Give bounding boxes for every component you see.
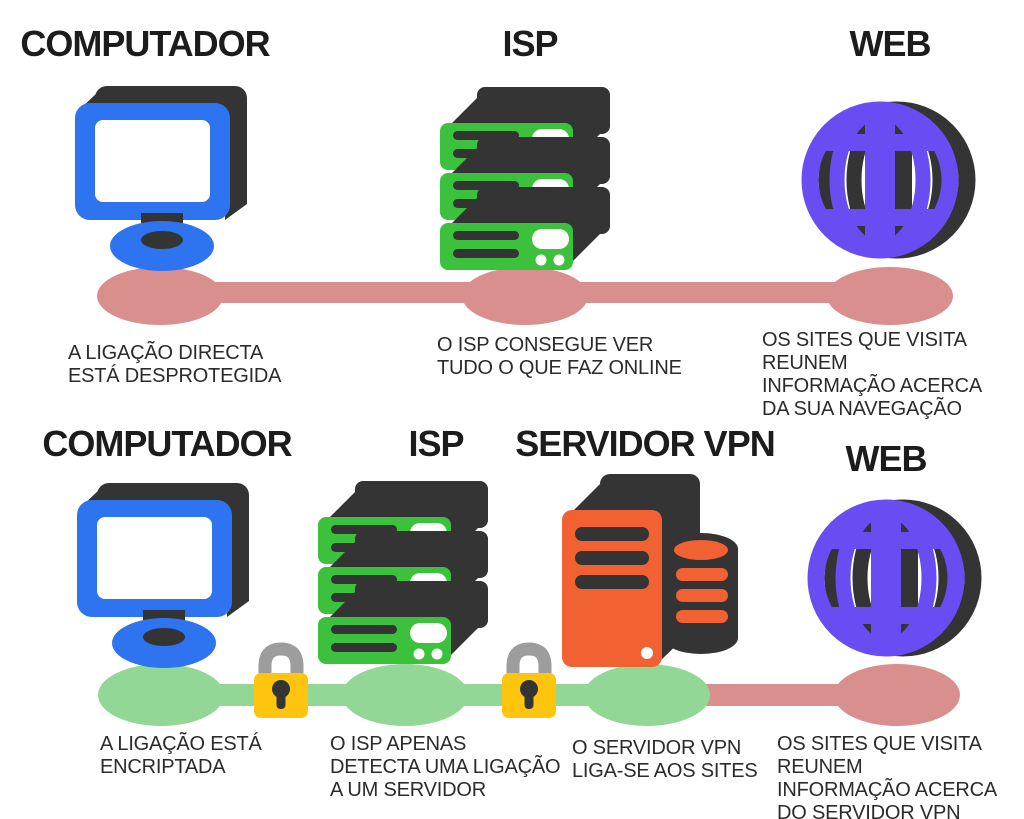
row1-node-dot-isp [462, 267, 588, 325]
row1-connection-line [97, 267, 953, 325]
caption-vpn-computer: A LIGAÇÃO ESTÁ ENCRIPTADA [100, 733, 262, 778]
node-title-vpn-server: SERVIDOR VPN [515, 423, 775, 464]
web-globe-icon [810, 110, 967, 250]
node-title-web: WEB [845, 438, 928, 479]
computer-icon [77, 483, 249, 668]
padlock-icon [502, 649, 556, 718]
node-title-web: WEB [849, 23, 932, 64]
node-title-isp: ISP [502, 23, 558, 64]
row2-node-dot-computer [98, 664, 224, 726]
caption-direct-computer: A LIGAÇÃO DIRECTA ESTÁ DESPROTEGIDA [68, 342, 282, 387]
caption-vpn-isp: O ISP APENAS DETECTA UMA LIGAÇÃO A UM SE… [330, 733, 561, 801]
node-title-computer: COMPUTADOR [20, 23, 270, 64]
padlock-icon [254, 649, 308, 718]
web-globe-icon [816, 508, 973, 648]
row2-connection-line [98, 664, 960, 726]
caption-direct-isp: O ISP CONSEGUE VER TUDO O QUE FAZ ONLINE [437, 334, 682, 379]
row1-node-dot-web [827, 267, 953, 325]
isp-server-icon [318, 481, 488, 664]
isp-server-icon [440, 87, 610, 270]
vpn-server-icon [562, 474, 738, 667]
computer-icon [75, 86, 247, 271]
node-title-computer: COMPUTADOR [42, 423, 292, 464]
row1-node-dot-computer [97, 267, 223, 325]
caption-vpn-server: O SERVIDOR VPN LIGA-SE AOS SITES [572, 737, 758, 782]
row2-node-dot-isp [342, 664, 468, 726]
row2-node-dot-vpn [584, 664, 710, 726]
node-title-isp: ISP [408, 423, 464, 464]
row2-node-dot-web [834, 664, 960, 726]
caption-vpn-web: OS SITES QUE VISITA REUNEM INFORMAÇÃO AC… [777, 733, 997, 819]
caption-direct-web: OS SITES QUE VISITA REUNEM INFORMAÇÃO AC… [762, 329, 982, 420]
